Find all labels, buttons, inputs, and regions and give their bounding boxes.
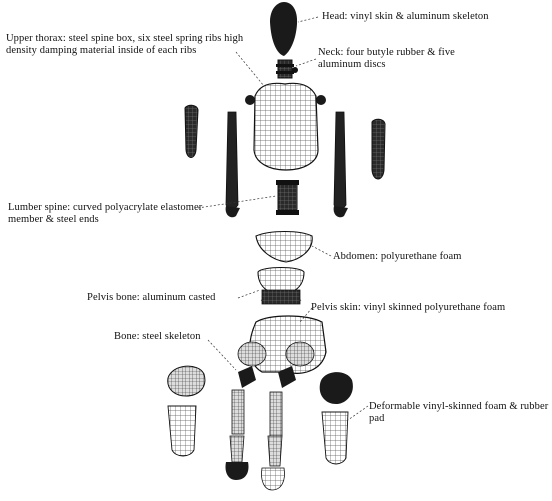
upper-arm-left xyxy=(185,105,198,157)
label-head: Head: vinyl skin & aluminum skeleton xyxy=(322,11,489,23)
leader-head xyxy=(298,17,318,22)
leader-deformable xyxy=(348,406,368,420)
leader-neck xyxy=(296,59,316,66)
label-bone: Bone: steel skeleton xyxy=(114,331,201,343)
upper-arm-right xyxy=(372,119,385,179)
label-pelvis-bone: Pelvis bone: aluminum casted xyxy=(87,292,216,304)
label-neck: Neck: four butyle rubber & five aluminum… xyxy=(318,47,468,70)
label-deformable: Deformable vinyl-skinned foam & rubber p… xyxy=(369,401,549,424)
label-lumbar-spine: Lumber spine: curved polyacrylate elasto… xyxy=(8,202,203,225)
label-abdomen: Abdomen: polyurethane foam xyxy=(333,251,462,263)
leader-thorax xyxy=(236,52,264,86)
leader-bone xyxy=(208,340,236,370)
upper-thorax-part xyxy=(245,83,326,170)
neck-part xyxy=(276,60,298,78)
abdomen-part xyxy=(256,232,312,263)
knee-pad-right xyxy=(320,372,353,464)
pelvis-skin-part xyxy=(238,316,326,373)
label-upper-thorax: Upper thorax: steel spine box, six steel… xyxy=(6,33,251,56)
pelvis-bone-part xyxy=(258,268,304,305)
lumbar-spine-part xyxy=(276,180,299,215)
lower-leg-left xyxy=(225,436,248,480)
thigh-left xyxy=(232,366,256,434)
lower-leg-right xyxy=(261,436,284,490)
forearm-left xyxy=(226,112,240,217)
leader-abdomen xyxy=(312,246,331,256)
forearm-right xyxy=(334,112,348,217)
leader-pelvis-bone xyxy=(238,290,260,298)
thigh-right xyxy=(270,366,296,436)
label-pelvis-skin: Pelvis skin: vinyl skinned polyurethane … xyxy=(311,302,505,314)
knee-pad-left xyxy=(168,366,205,456)
head-part xyxy=(270,2,297,56)
